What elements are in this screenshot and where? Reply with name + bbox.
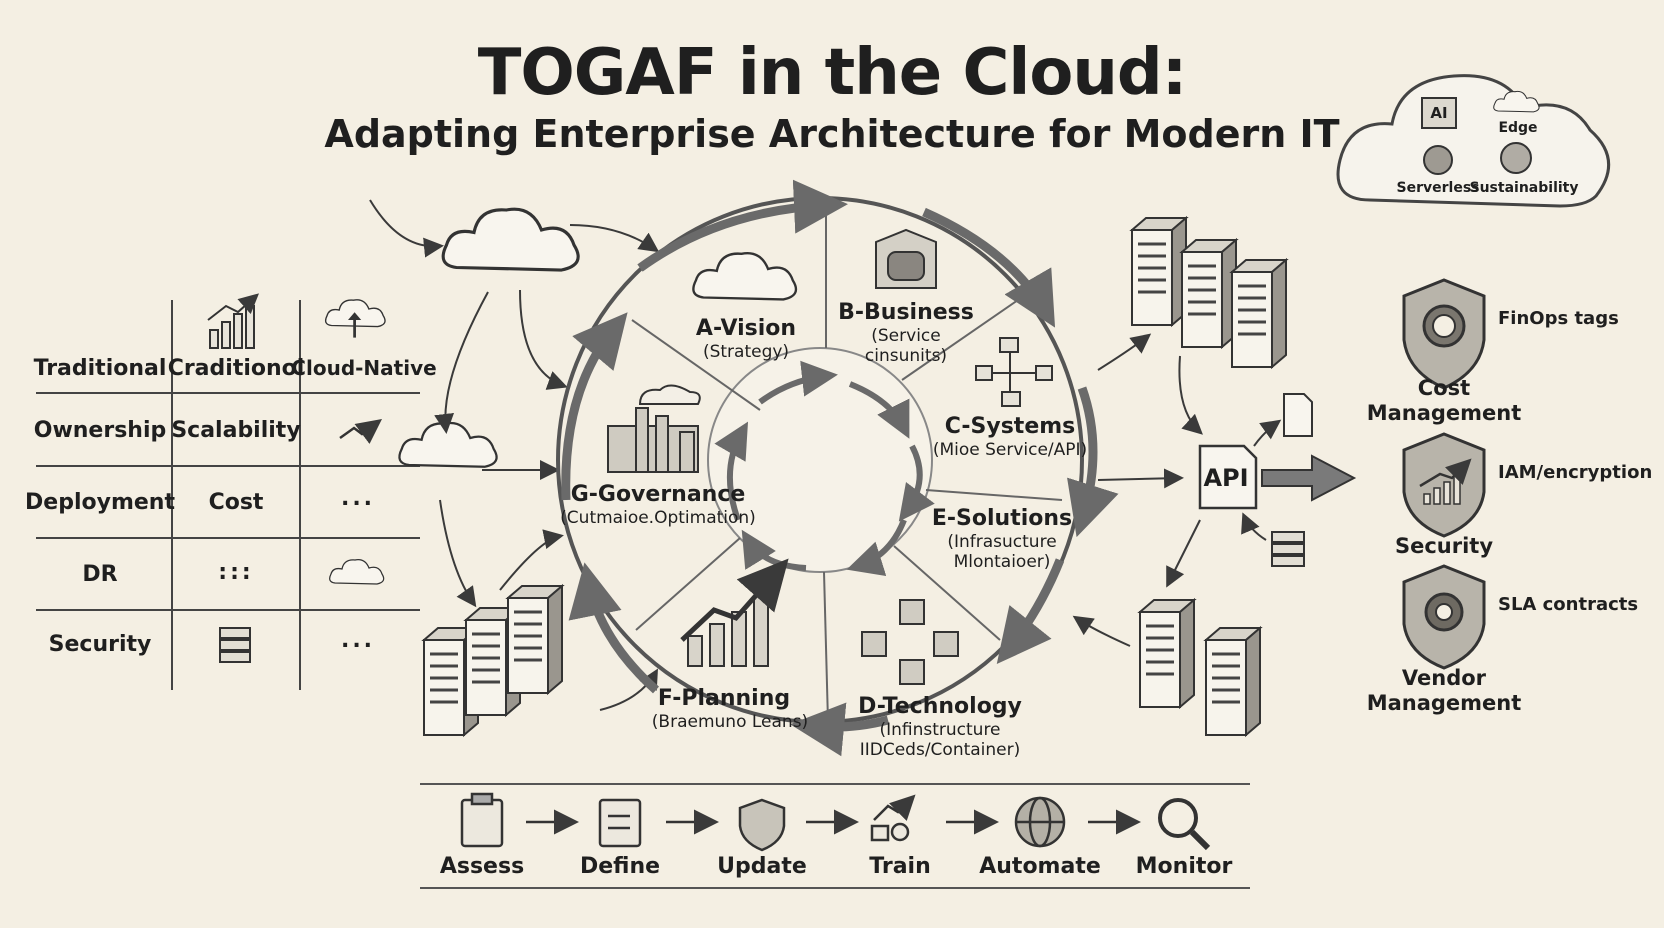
api-label: API xyxy=(1203,464,1249,492)
left-cloud-top xyxy=(441,207,580,272)
adm-wheel xyxy=(556,179,1119,757)
phase-c-detail: (Mioe Service/API) xyxy=(932,440,1088,460)
security-title: Security xyxy=(1394,534,1494,558)
business-building-icon xyxy=(875,228,937,289)
server-stack-icon xyxy=(219,627,251,663)
page-subtitle: Adapting Enterprise Architecture for Mod… xyxy=(324,112,1340,156)
cloud-upload-icon xyxy=(324,299,386,338)
step-automate: Automate xyxy=(979,854,1101,879)
badge-sustainability-label: Sustainability xyxy=(1469,180,1579,196)
phase-c-label: C-Systems xyxy=(944,414,1076,439)
phase-g-detail: (Cutmaioe.Optimation) xyxy=(560,508,756,528)
table-row-label: DR xyxy=(82,562,118,587)
right-flow-arrows xyxy=(1072,333,1282,647)
left-cloud-mid xyxy=(398,421,498,468)
table-row-label: Deployment xyxy=(25,490,175,515)
right-server-rack-bottom xyxy=(1138,598,1262,737)
table-cell: ... xyxy=(340,628,376,653)
bar-chart-icon xyxy=(207,293,259,349)
api-document-icon xyxy=(1198,393,1313,567)
technology-cubes-icon xyxy=(861,599,959,685)
phase-e-detail: (Infrasucture Mlontaioer) xyxy=(947,532,1057,572)
vendor-management-title: Vendor Management xyxy=(1366,666,1522,715)
comparison-table-grid xyxy=(36,300,420,690)
vendor-shield-icon xyxy=(1402,564,1486,670)
vendor-management-tag: SLA contracts xyxy=(1498,594,1639,615)
step-define: Define xyxy=(579,854,661,879)
phase-d-label: D-Technology xyxy=(858,694,1022,719)
process-lines xyxy=(420,783,1250,889)
badge-edge-label: Edge xyxy=(1498,120,1538,136)
table-row-label: Ownership xyxy=(33,418,167,443)
step-train: Train xyxy=(869,854,931,879)
badge-ai-label: AI xyxy=(1430,104,1448,122)
process-icons xyxy=(460,792,1211,852)
phase-a-label: A-Vision xyxy=(695,316,797,341)
table-header-cloud-native: Cloud-Native xyxy=(291,356,437,380)
phase-g-label: G-Governance xyxy=(570,482,746,507)
cloud-badge xyxy=(1336,74,1610,208)
phase-f-label: F-Planning xyxy=(657,686,791,711)
phase-f-detail: (Braemuno Leans) xyxy=(651,712,809,732)
systems-network-icon xyxy=(975,337,1053,407)
planning-growth-chart-icon xyxy=(680,558,789,667)
cloud-icon xyxy=(329,559,385,585)
badge-serverless-label: Serverless xyxy=(1396,180,1480,196)
table-cell: Cost xyxy=(208,490,264,515)
step-monitor: Monitor xyxy=(1135,854,1233,879)
vision-cloud-icon xyxy=(692,251,798,301)
table-row-label: Security xyxy=(48,632,152,657)
step-update: Update xyxy=(717,854,807,879)
table-header-traditional: Traditional xyxy=(33,356,167,381)
trend-arrow-icon xyxy=(339,419,382,444)
page-title: TOGAF in the Cloud: xyxy=(477,36,1188,110)
left-server-rack xyxy=(422,584,564,737)
table-cell: Scalability xyxy=(171,418,301,443)
api-big-arrow xyxy=(1261,454,1357,502)
table-cell: ::: xyxy=(218,560,254,585)
phase-b-label: B-Business xyxy=(838,300,974,325)
table-cell: ... xyxy=(340,486,376,511)
phase-d-detail: (Infinstructure IIDCeds/Container) xyxy=(859,720,1021,760)
phase-b-detail: (Service cinsunits) xyxy=(864,326,948,366)
step-assess: Assess xyxy=(439,854,525,879)
right-server-rack-top xyxy=(1130,216,1288,369)
security-shield-icon xyxy=(1402,432,1486,538)
governance-factory-icon xyxy=(607,384,701,473)
phase-a-detail: (Strategy) xyxy=(702,342,790,362)
phase-e-label: E-Solutions xyxy=(931,506,1073,531)
cost-management-title: Cost Management xyxy=(1366,376,1522,425)
left-flow-arrows xyxy=(369,199,660,711)
cost-shield-icon xyxy=(1402,278,1486,390)
security-tag: IAM/encryption xyxy=(1498,462,1653,483)
cost-management-tag: FinOps tags xyxy=(1498,308,1619,329)
table-header-middle: Craditionol xyxy=(167,356,305,381)
